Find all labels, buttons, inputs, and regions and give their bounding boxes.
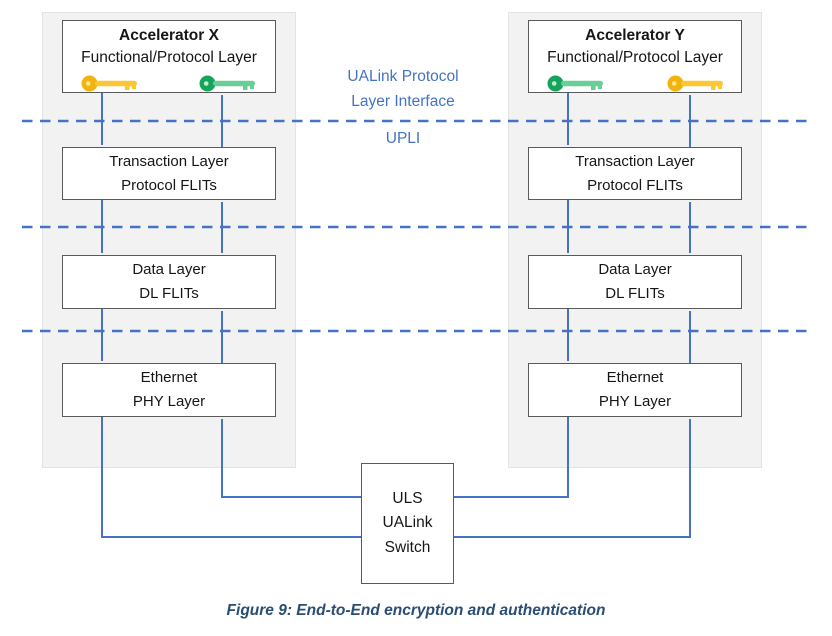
upli-interface-label-line1: UALink Protocol <box>347 68 459 85</box>
yellow-key-icon <box>667 75 723 92</box>
accelerator-y-title: Accelerator Y <box>585 27 685 44</box>
x-transaction-layer-line2: Protocol FLITs <box>121 176 217 194</box>
accelerator-x-title: Accelerator X <box>119 27 219 44</box>
x-data-layer-line1: Data Layer <box>132 261 206 278</box>
y-transaction-layer-box: Transaction Layer Protocol FLITs <box>528 147 742 200</box>
x-transaction-layer-box: Transaction Layer Protocol FLITs <box>62 147 276 200</box>
upli-interface-label: UALink Protocol Layer Interface <box>323 64 483 114</box>
figure-caption: Figure 9: End-to-End encryption and auth… <box>226 602 606 619</box>
upli-interface-label-line2: Layer Interface <box>351 93 455 110</box>
x-data-layer-box: Data Layer DL FLITs <box>62 255 276 309</box>
x-transaction-layer-line1: Transaction Layer <box>109 152 229 170</box>
switch-line1: ULS <box>392 490 423 508</box>
x-transmit-line-to-switch <box>101 417 361 538</box>
accelerator-x-box: Accelerator X Functional/Protocol Layer <box>62 20 276 93</box>
x-receive-line-from-switch <box>221 419 361 498</box>
x-data-layer-line2: DL FLITs <box>139 285 199 302</box>
x-ethernet-phy-line1: Ethernet <box>140 369 198 386</box>
y-receive-line-from-switch <box>454 419 691 538</box>
x-ethernet-phy-box: Ethernet PHY Layer <box>62 363 276 417</box>
accelerator-x-subtitle: Functional/Protocol Layer <box>81 49 257 67</box>
switch-line3: Switch <box>384 538 431 556</box>
y-transaction-layer-line2: Protocol FLITs <box>587 176 683 194</box>
y-ethernet-phy-box: Ethernet PHY Layer <box>528 363 742 417</box>
y-transmit-line-to-switch <box>454 417 569 498</box>
y-data-layer-line1: Data Layer <box>598 261 672 278</box>
green-key-icon <box>547 75 603 92</box>
accelerator-y-subtitle: Functional/Protocol Layer <box>547 49 723 67</box>
x-ethernet-phy-line2: PHY Layer <box>132 393 206 410</box>
switch-line2: UALink <box>382 514 433 532</box>
y-data-layer-line2: DL FLITs <box>605 285 665 302</box>
y-data-layer-box: Data Layer DL FLITs <box>528 255 742 309</box>
green-key-icon <box>199 75 255 92</box>
ualink-switch-box: ULS UALink Switch <box>361 463 454 584</box>
accelerator-y-box: Accelerator Y Functional/Protocol Layer <box>528 20 742 93</box>
upli-abbr-label: UPLI <box>385 130 421 147</box>
y-ethernet-phy-line1: Ethernet <box>606 369 664 386</box>
y-ethernet-phy-line2: PHY Layer <box>598 393 672 410</box>
yellow-key-icon <box>81 75 137 92</box>
y-transaction-layer-line1: Transaction Layer <box>575 152 695 170</box>
